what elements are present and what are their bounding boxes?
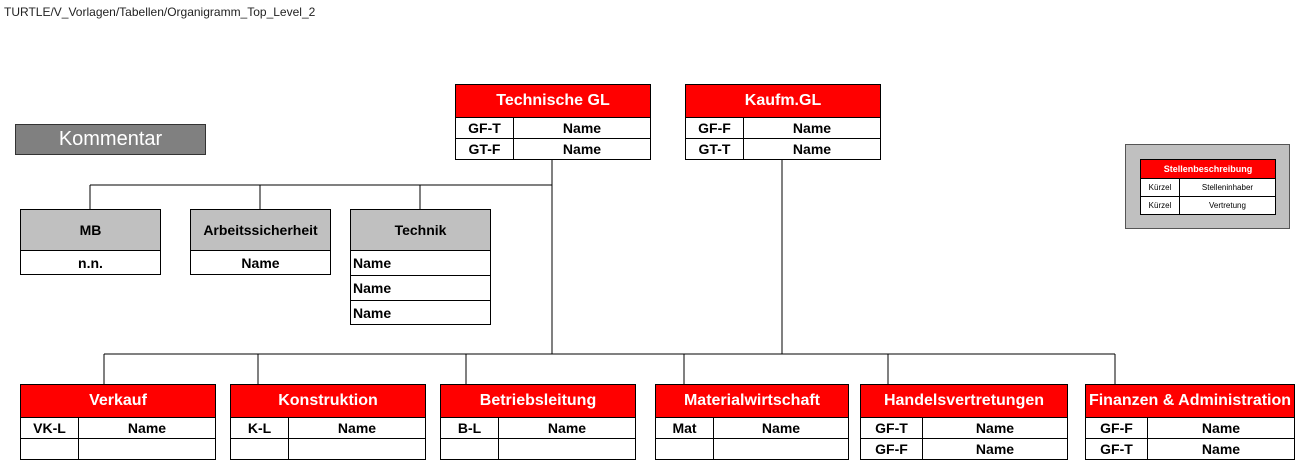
role-holder: Name — [337, 420, 377, 436]
legend-value: Stelleninhaber — [1201, 183, 1254, 192]
box-title: Technik — [351, 210, 490, 250]
box-row: n.n. — [21, 250, 160, 274]
role-holder: Name — [562, 141, 602, 157]
role-holder: Name — [975, 441, 1015, 457]
box-title: Verkauf — [21, 385, 215, 417]
role-holder: Name — [792, 141, 832, 157]
org-box-handelsvertretungen[interactable]: Handelsvertretungen GF-T Name GF-F Name — [860, 384, 1068, 460]
box-row — [441, 438, 635, 459]
role-abbr: VK-L — [21, 418, 79, 438]
org-box-arbeitssicherheit[interactable]: Arbeitssicherheit Name — [190, 209, 331, 275]
legend-abbr: Kürzel — [1141, 179, 1180, 196]
legend-row: Kürzel Vertretung — [1141, 196, 1275, 214]
box-row: GF-F Name — [1086, 417, 1294, 438]
org-box-kaufm-gl[interactable]: Kaufm.GL GF-F Name GT-T Name — [685, 84, 881, 160]
role-abbr: Mat — [656, 418, 714, 438]
box-title: MB — [21, 210, 160, 250]
role-abbr: GT-T — [686, 139, 744, 159]
org-box-materialwirtschaft[interactable]: Materialwirtschaft Mat Name — [655, 384, 849, 460]
role-abbr — [441, 439, 499, 459]
box-row: B-L Name — [441, 417, 635, 438]
box-row: Name — [351, 275, 490, 300]
role-abbr: GF-T — [861, 418, 923, 438]
box-row: Name — [351, 300, 490, 324]
legend-title: Stellenbeschreibung — [1141, 160, 1275, 178]
role-abbr: GF-F — [686, 118, 744, 138]
box-title: Finanzen & Administration — [1086, 385, 1294, 417]
role-abbr — [656, 439, 714, 459]
role-abbr — [231, 439, 289, 459]
role-holder: Name — [1201, 441, 1241, 457]
role-abbr: B-L — [441, 418, 499, 438]
box-row: GF-T Name — [1086, 438, 1294, 459]
role-holder: Name — [127, 420, 167, 436]
role-abbr: GF-T — [456, 118, 514, 138]
box-row: GF-T Name — [456, 117, 650, 138]
legend-panel: Stellenbeschreibung Kürzel Stelleninhabe… — [1125, 144, 1290, 229]
box-row: GF-T Name — [861, 417, 1067, 438]
box-row: K-L Name — [231, 417, 425, 438]
role-abbr: GF-F — [1086, 418, 1148, 438]
box-row: Name — [191, 250, 330, 274]
role-holder: Name — [792, 120, 832, 136]
org-box-konstruktion[interactable]: Konstruktion K-L Name — [230, 384, 426, 460]
legend-box: Stellenbeschreibung Kürzel Stelleninhabe… — [1140, 159, 1276, 215]
role-abbr: GF-F — [861, 439, 923, 459]
org-box-finanzen-administration[interactable]: Finanzen & Administration GF-F Name GF-T… — [1085, 384, 1295, 460]
role-holder — [289, 439, 425, 459]
box-title: Konstruktion — [231, 385, 425, 417]
legend-row: Kürzel Stelleninhaber — [1141, 178, 1275, 196]
box-row: GF-F Name — [861, 438, 1067, 459]
box-row — [21, 438, 215, 459]
legend-abbr: Kürzel — [1141, 197, 1180, 214]
box-title: Materialwirtschaft — [656, 385, 848, 417]
box-title: Betriebsleitung — [441, 385, 635, 417]
org-box-verkauf[interactable]: Verkauf VK-L Name — [20, 384, 216, 460]
role-holder — [714, 439, 848, 459]
role-holder: Name — [975, 420, 1015, 436]
box-title: Handelsvertretungen — [861, 385, 1067, 417]
org-box-technik[interactable]: Technik Name Name Name — [350, 209, 491, 325]
box-row: VK-L Name — [21, 417, 215, 438]
org-box-betriebsleitung[interactable]: Betriebsleitung B-L Name — [440, 384, 636, 460]
role-abbr: GT-F — [456, 139, 514, 159]
role-abbr — [21, 439, 79, 459]
role-holder: Name — [562, 120, 602, 136]
box-row: Mat Name — [656, 417, 848, 438]
box-row — [656, 438, 848, 459]
role-abbr: K-L — [231, 418, 289, 438]
role-holder — [79, 439, 215, 459]
box-row: GF-F Name — [686, 117, 880, 138]
legend-value: Vertretung — [1209, 201, 1246, 210]
role-holder: Name — [547, 420, 587, 436]
role-abbr: GF-T — [1086, 439, 1148, 459]
role-holder: Name — [761, 420, 801, 436]
comment-button[interactable]: Kommentar — [15, 124, 206, 155]
box-title: Arbeitssicherheit — [191, 210, 330, 250]
box-row: Name — [351, 250, 490, 275]
org-box-mb[interactable]: MB n.n. — [20, 209, 161, 275]
box-row — [231, 438, 425, 459]
box-row: GT-T Name — [686, 138, 880, 159]
box-title: Kaufm.GL — [686, 85, 880, 117]
box-row: GT-F Name — [456, 138, 650, 159]
box-title: Technische GL — [456, 85, 650, 117]
role-holder: Name — [1201, 420, 1241, 436]
document-path: TURTLE/V_Vorlagen/Tabellen/Organigramm_T… — [4, 5, 316, 19]
role-holder — [499, 439, 635, 459]
org-box-technische-gl[interactable]: Technische GL GF-T Name GT-F Name — [455, 84, 651, 160]
